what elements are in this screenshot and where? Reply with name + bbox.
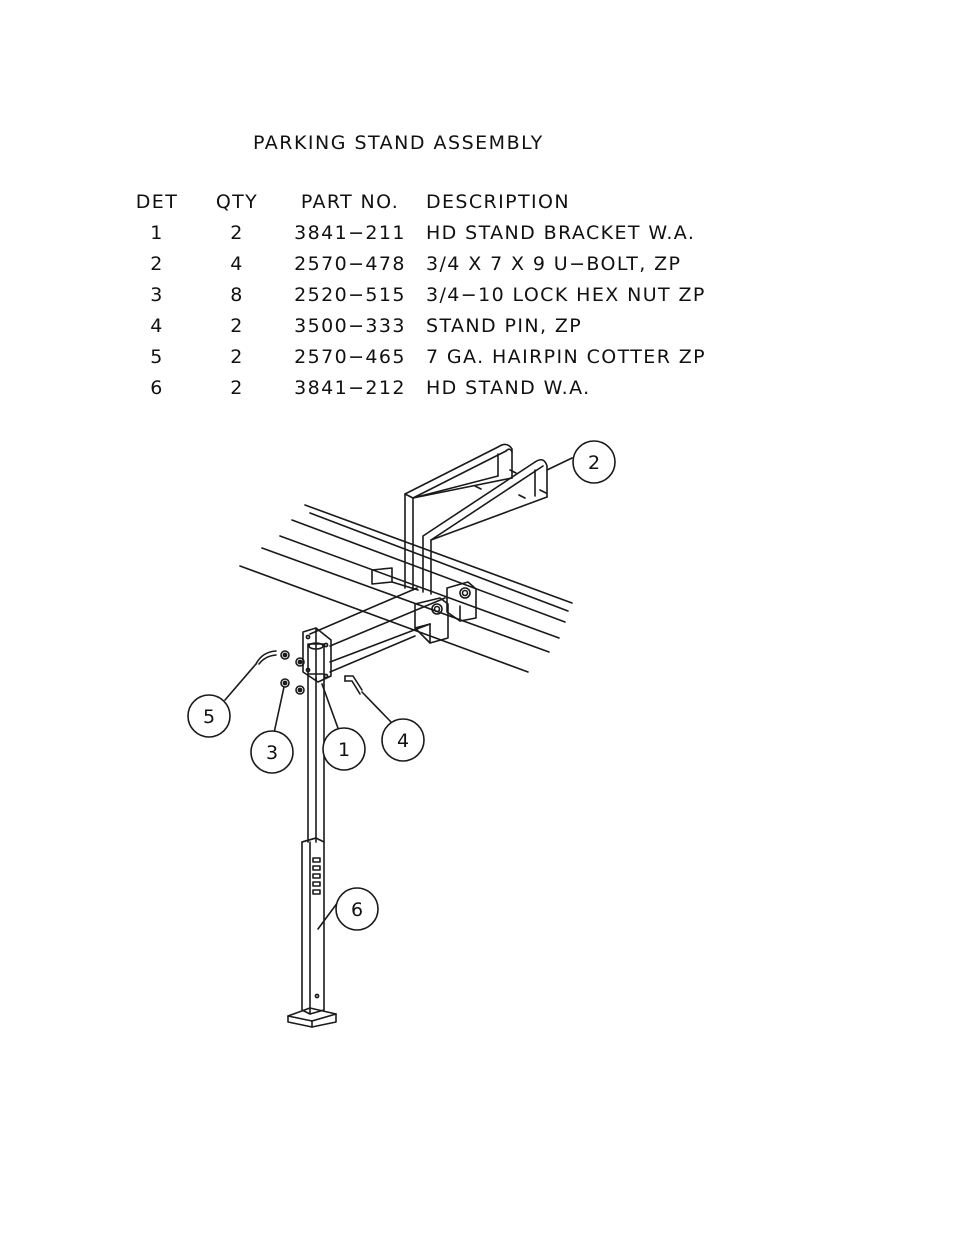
- stand-bracket-plate: [303, 628, 331, 682]
- balloon-3-label: 3: [266, 742, 278, 764]
- upper-stand-tube: [308, 674, 324, 842]
- stand-foot-plate: [288, 1008, 336, 1027]
- stand-pin: [345, 676, 362, 694]
- balloon-3: 3: [251, 731, 293, 773]
- balloon-5: 5: [188, 695, 230, 737]
- balloon-1-label: 1: [338, 739, 350, 761]
- balloon-6: 6: [336, 888, 378, 930]
- balloon-4: 4: [382, 719, 424, 761]
- clamp-block: [372, 568, 418, 590]
- balloon-4-label: 4: [397, 730, 409, 752]
- balloon-1: 1: [323, 728, 365, 770]
- balloon-6-label: 6: [351, 899, 363, 921]
- balloon-2-label: 2: [588, 452, 600, 474]
- balloon-2: 2: [573, 441, 615, 483]
- balloon-5-label: 5: [203, 706, 215, 728]
- hairpin-cotter: [256, 651, 276, 664]
- leader-lines: [225, 458, 572, 929]
- frame-rail: [240, 505, 572, 672]
